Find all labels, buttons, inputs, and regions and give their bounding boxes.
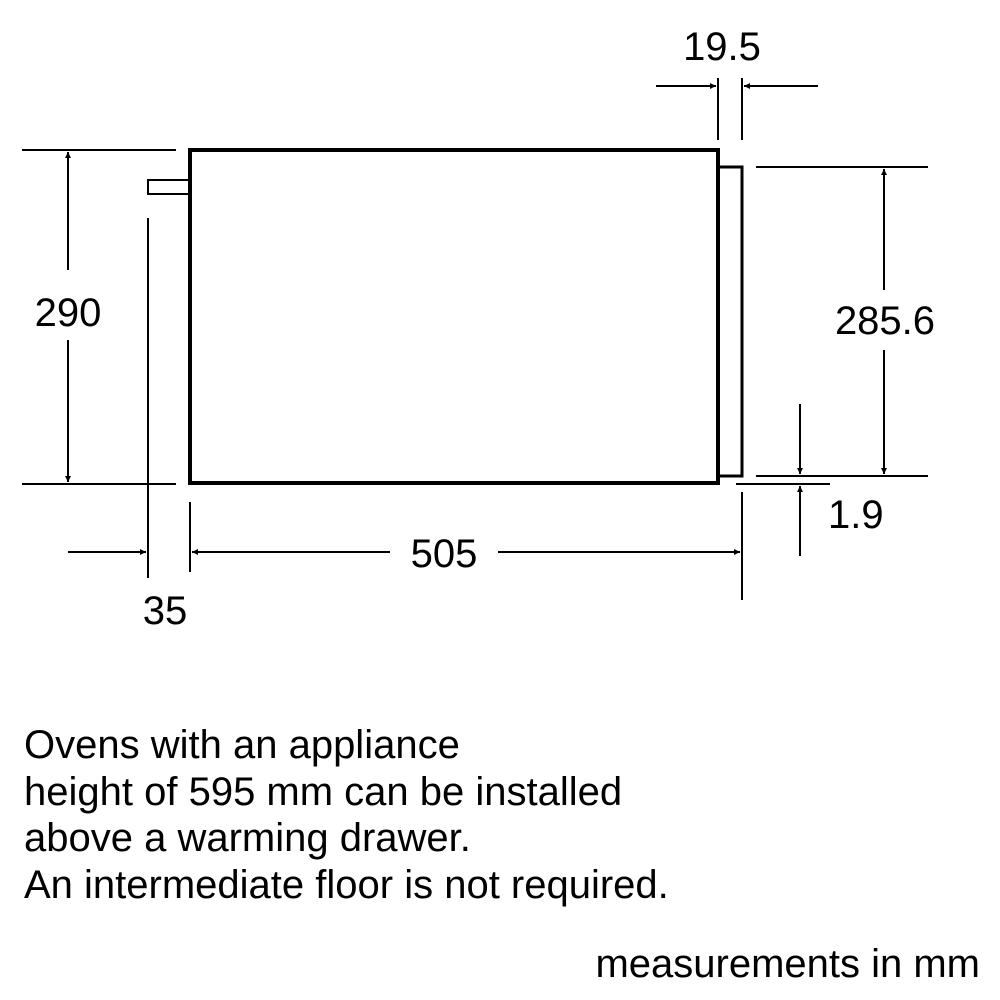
dimension-19-5: 19.5 xyxy=(656,25,818,140)
installation-diagram: 290 285.6 1.9 19.5 505 35 xyxy=(22,25,935,633)
dimension-505: 505 xyxy=(189,492,743,600)
dimension-label-35: 35 xyxy=(143,589,188,633)
dimension-label-285-6: 285.6 xyxy=(835,299,935,343)
dimension-1-9: 1.9 xyxy=(736,404,884,556)
front-panel xyxy=(716,165,744,478)
units-label: measurements in mm xyxy=(595,942,980,986)
appliance-body xyxy=(188,148,720,485)
dimension-label-1-9: 1.9 xyxy=(828,493,884,537)
side-rail xyxy=(147,179,191,195)
dimension-290: 290 xyxy=(22,149,176,485)
note-line-2: height of 595 mm can be installed xyxy=(24,769,623,814)
note-line-4: An intermediate floor is not required. xyxy=(24,862,669,907)
dimension-label-505: 505 xyxy=(411,532,478,576)
note-line-1: Ovens with an appliance xyxy=(24,723,460,767)
dimension-label-19-5: 19.5 xyxy=(683,25,761,69)
dimension-label-290: 290 xyxy=(35,291,102,335)
dimension-35: 35 xyxy=(68,218,187,633)
note-line-3: above a warming drawer. xyxy=(24,816,471,860)
dimension-285-6: 285.6 xyxy=(756,166,935,477)
installation-note: Ovens with an appliance height of 595 mm… xyxy=(24,722,984,908)
